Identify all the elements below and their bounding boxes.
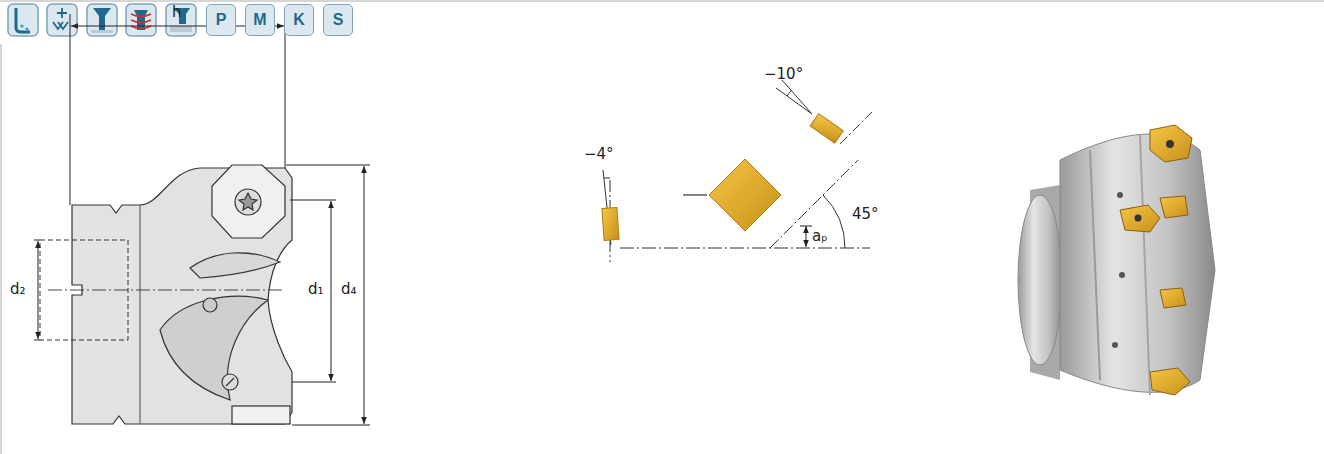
material-badge: M [245,4,275,36]
dimension-label: aₚ [812,228,828,245]
material-badge: K [284,4,314,36]
dimension-label: 45° [852,206,879,223]
cutter-photo [1018,125,1215,395]
center-line [48,290,285,291]
cutter-side-view [72,165,292,424]
material-badge: S [323,4,353,36]
material-letter: S [333,12,344,28]
dimension-label: d₂ [10,281,26,298]
feature-icons [8,4,196,36]
frame-line [0,0,1324,2]
insert-angle-diagram [602,80,872,262]
dimension-label: h [172,4,182,21]
material-letter: M [253,12,266,28]
dimension-label: d₄ [341,281,357,298]
material-letter: P [216,12,227,28]
dimension-label: d₁ [308,281,324,298]
frame-line [0,44,2,454]
material-badge: P [206,4,236,36]
material-letter: K [293,12,305,28]
dimension-label: −10° [764,66,803,83]
dimension-label: −4° [584,146,614,163]
dimension-lines [34,14,370,425]
